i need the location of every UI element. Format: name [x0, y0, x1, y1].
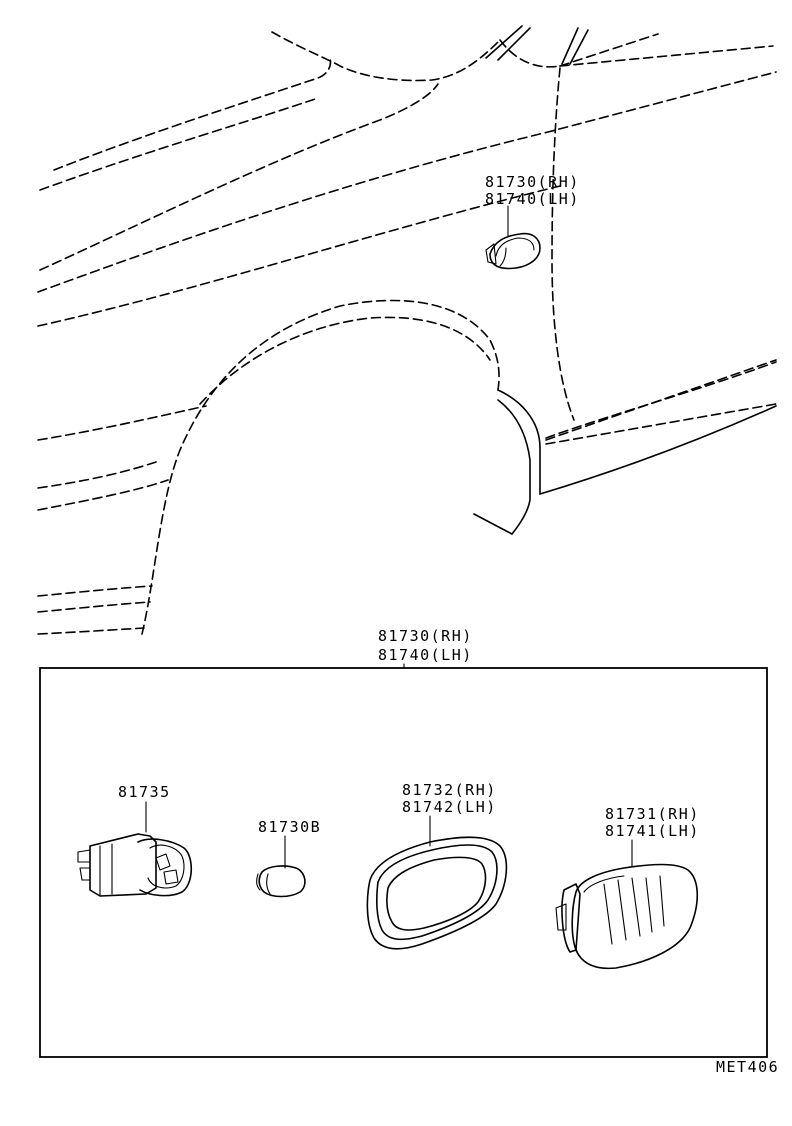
- bulb-part-number: 81730B: [258, 818, 321, 836]
- car-callout-rh: 81730(RH): [485, 173, 580, 191]
- side-marker-on-vehicle: [485, 232, 541, 270]
- gasket-part-number-lh: 81742(LH): [402, 798, 497, 816]
- car-callout-lh: 81740(LH): [485, 190, 580, 208]
- socket-part-number: 81735: [118, 783, 171, 801]
- gasket-icon: [366, 836, 508, 950]
- socket-icon: [77, 833, 193, 897]
- lens-icon: [555, 863, 699, 970]
- lens-part-number-lh: 81741(LH): [605, 822, 700, 840]
- lens-part-number-rh: 81731(RH): [605, 805, 700, 823]
- assembly-callout-lh: 81740(LH): [378, 646, 473, 664]
- parts-box: [39, 667, 768, 1058]
- assembly-callout-rh: 81730(RH): [378, 627, 473, 645]
- drawing-code: MET406: [716, 1058, 779, 1076]
- gasket-part-number-rh: 81732(RH): [402, 781, 497, 799]
- vehicle-body-outline: [37, 25, 777, 635]
- bulb-icon: [256, 865, 306, 898]
